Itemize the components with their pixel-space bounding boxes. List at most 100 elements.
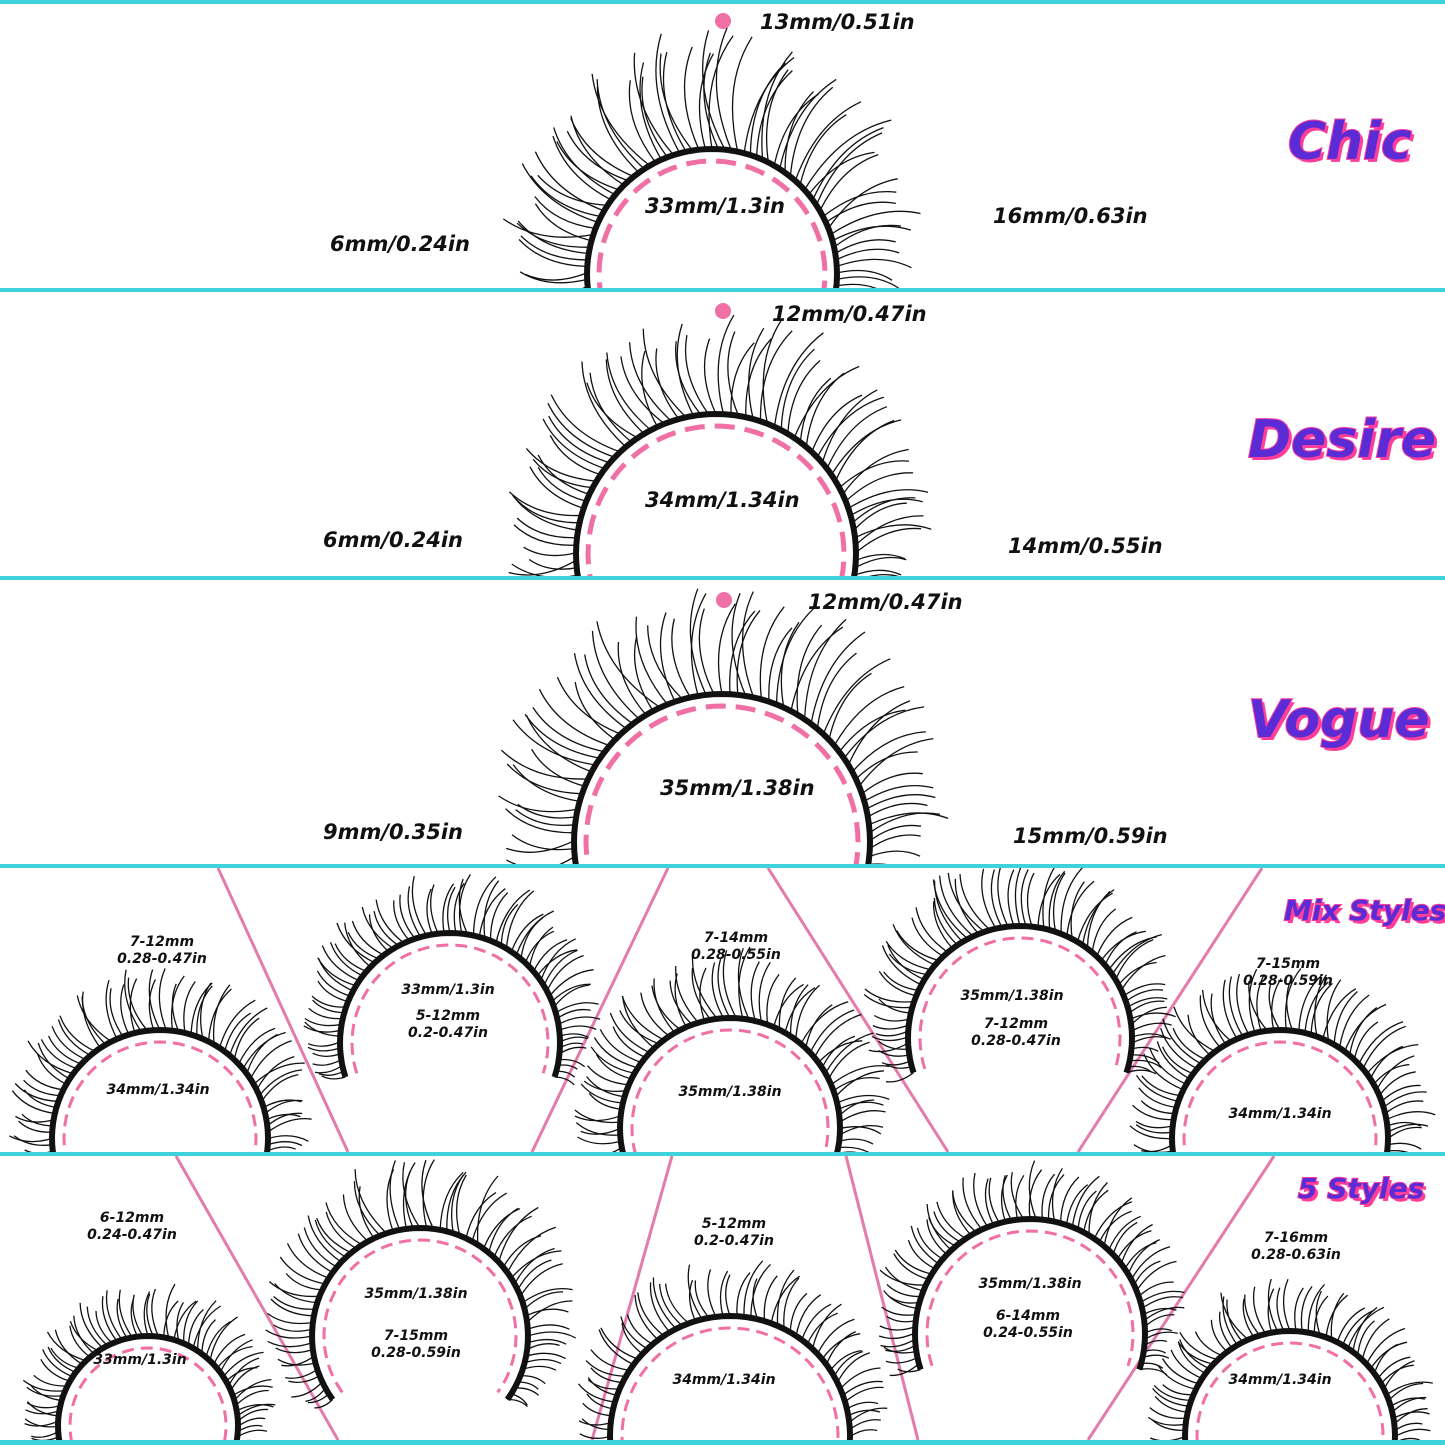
lash-strand [556, 676, 621, 735]
lash-strand [580, 1127, 621, 1135]
lash-strand [566, 130, 629, 182]
lash-strand [1298, 974, 1323, 1032]
lash-strand [205, 1320, 231, 1358]
lash-strands [577, 1260, 888, 1440]
lash-strand [557, 1064, 578, 1070]
lash-strand [522, 1365, 557, 1371]
lash-strand [689, 588, 707, 696]
lash-strand [508, 491, 582, 517]
lash-strand [1256, 974, 1265, 1032]
lash-strand [36, 1053, 67, 1085]
lash-strand [1144, 1331, 1178, 1340]
lash-strand [40, 1358, 71, 1382]
lash-strand [524, 713, 601, 759]
lash-strand [101, 1296, 118, 1342]
lash-strand [836, 1352, 870, 1383]
lash-strand [238, 1027, 276, 1065]
lash-strand [828, 672, 872, 740]
lash-strand [628, 342, 672, 422]
lash-strand [878, 1040, 909, 1050]
lash-strand [1388, 1382, 1424, 1401]
lash-strand [633, 636, 654, 712]
lash-strand [540, 938, 576, 982]
lash-strand [1284, 968, 1302, 1031]
mix-item-1-band: 34mm/1.34in [106, 1082, 210, 1098]
lash-strand [749, 62, 786, 156]
lash-strand [596, 621, 661, 709]
section-title: 5 Styles [1297, 1171, 1425, 1206]
lash-strand [1157, 1364, 1197, 1390]
lash-strand [31, 1436, 59, 1440]
lash-strand [559, 1025, 597, 1031]
lash-strands [508, 314, 932, 576]
lash-strand [347, 931, 380, 960]
lash-strand [510, 913, 544, 952]
lash-strand [838, 1101, 884, 1110]
lash-strand [1386, 1381, 1433, 1396]
separator-line [0, 1152, 1445, 1156]
lash-strand [620, 356, 665, 425]
lash-strand [1127, 997, 1168, 1008]
lash-strand [1338, 994, 1370, 1049]
lash-strand [795, 1294, 822, 1337]
lash-strand [148, 969, 161, 1031]
lash-strands [9, 968, 312, 1152]
lash-strand [585, 1360, 626, 1377]
lash-illustration [9, 968, 312, 1152]
lash-strand [729, 610, 756, 695]
lash-strand [1304, 981, 1329, 1033]
lash-strand [717, 314, 735, 415]
lash-strand [570, 115, 625, 186]
lash-strand [800, 1001, 849, 1045]
lash-strand [1314, 974, 1328, 1037]
lash-strand [524, 272, 588, 281]
lash-strand [1135, 1124, 1173, 1134]
lash-strand [885, 1344, 916, 1353]
lash-strand [1365, 1327, 1406, 1365]
lash-strand [596, 86, 640, 174]
lash-strand [1147, 1416, 1186, 1426]
band-length-guide [322, 1238, 518, 1394]
band-length-label: 34mm/1.34in [645, 488, 800, 512]
lash-strand [242, 1031, 286, 1070]
lash-strand [1390, 1397, 1426, 1407]
lash-strand [54, 1329, 83, 1365]
lash-strand [109, 988, 124, 1037]
lash-strand [1357, 1320, 1375, 1356]
lash-strand [129, 978, 138, 1034]
lash-strand [879, 1325, 916, 1331]
lash-strand [795, 984, 821, 1040]
lash-strand [158, 968, 167, 1031]
lash-strand [649, 1282, 671, 1333]
lash-strand [314, 1399, 334, 1409]
lash-strand [1124, 1241, 1157, 1270]
lash-strand [1133, 1260, 1161, 1286]
lash-strand [896, 930, 940, 962]
lash-strand [1048, 870, 1066, 931]
lash-strand [824, 1032, 874, 1074]
lash-strand [1362, 1025, 1406, 1070]
lash-strand [894, 1249, 932, 1275]
lash-strand [584, 654, 634, 725]
lash-strand [829, 1349, 862, 1371]
lash-strand [580, 1083, 623, 1104]
lash-strand [9, 1135, 53, 1143]
lash-strand [526, 1300, 573, 1323]
lash-strand [524, 1358, 562, 1365]
lash-illustration [265, 1159, 577, 1409]
lash-strand [517, 1259, 552, 1291]
lash-strand [274, 1283, 318, 1304]
lash-strand [717, 958, 731, 1019]
lash-strand [780, 348, 815, 431]
lash-strand [1361, 1318, 1390, 1360]
lash-strand [796, 624, 823, 715]
lash-strand [1307, 1283, 1326, 1333]
lash-strand [633, 52, 675, 156]
lash-strand [236, 1429, 268, 1438]
lash-strand [825, 201, 897, 223]
lash-strand [867, 802, 928, 818]
lash-strand [325, 1211, 357, 1250]
lash-strand [736, 1272, 751, 1317]
lash-strand [1162, 1018, 1202, 1065]
lash-strand [1047, 1174, 1065, 1221]
